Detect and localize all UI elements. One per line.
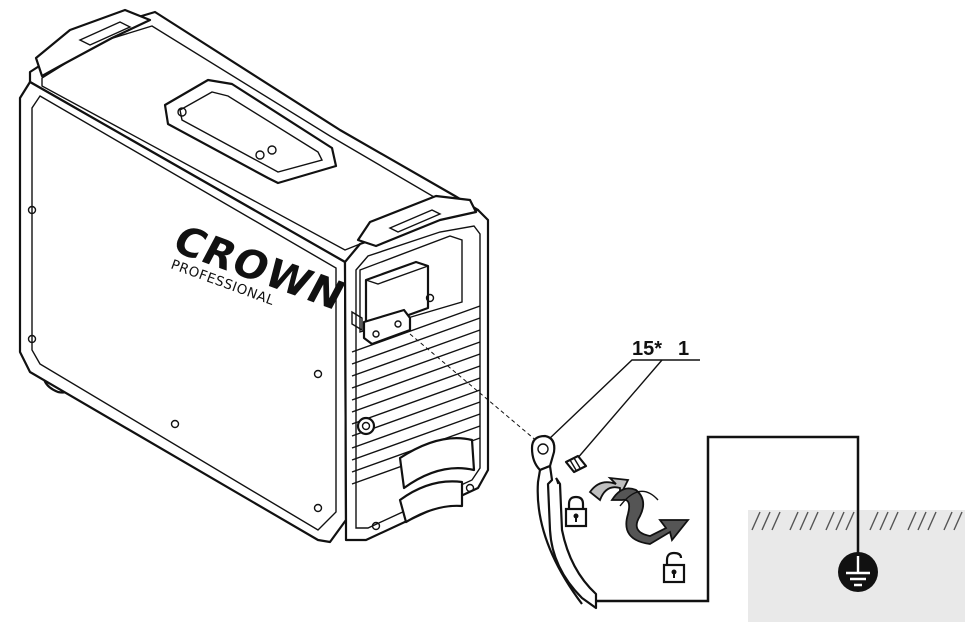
- panel-screw: [425, 293, 435, 303]
- control-panel-window: [359, 235, 463, 333]
- side-screw: [27, 205, 37, 215]
- front-screw: [371, 521, 381, 531]
- output-socket: [356, 416, 376, 436]
- unlock-icon: [662, 551, 686, 584]
- rear-guard-slot: [78, 21, 132, 46]
- machine-side-inner: [31, 95, 337, 531]
- ground-wire: [596, 435, 860, 603]
- side-screw: [170, 419, 180, 429]
- front-screw: [465, 483, 475, 493]
- terminal-screw: [564, 454, 588, 474]
- front-bottom-recess: [398, 437, 476, 490]
- ground-cable-assembly: [530, 434, 598, 610]
- ring-lug: [530, 434, 556, 472]
- lock-icon: [564, 495, 588, 528]
- ground-hatching: [751, 511, 963, 531]
- callout-label-screw: 1: [678, 338, 689, 360]
- callout-leaders: [547, 359, 700, 461]
- side-screw: [313, 503, 323, 513]
- welding-machine: CROWN PROFESSIONAL: [18, 8, 490, 544]
- control-module-edge: [365, 265, 429, 285]
- tighten-arrow: [588, 476, 630, 502]
- front-corner-guard: [356, 194, 478, 248]
- side-screw: [27, 334, 37, 344]
- alignment-dashed-line: [409, 333, 546, 449]
- front-guard-slot: [388, 209, 442, 233]
- ground-terminal-block: [351, 308, 412, 346]
- rotation-arrow-icon: [588, 476, 690, 545]
- carry-handle[interactable]: [163, 78, 338, 185]
- callout-label-ground-lug: 15*: [632, 338, 662, 360]
- loosen-arrow: [610, 487, 690, 545]
- ground-cable: [539, 464, 598, 610]
- front-face-inner: [355, 225, 481, 529]
- side-screw: [313, 369, 323, 379]
- ring-lug-hole: [537, 443, 549, 455]
- front-bottom-grip: [398, 480, 464, 524]
- ground-symbol-icon: [838, 552, 878, 592]
